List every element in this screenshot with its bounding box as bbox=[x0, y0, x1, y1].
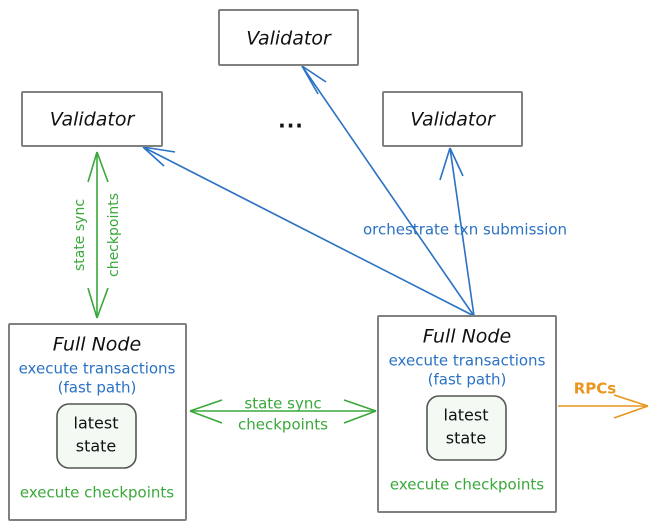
full-node-left-fast-path: (fast path) bbox=[58, 379, 137, 397]
full-node-left-state-state: state bbox=[76, 437, 117, 456]
node-full-node-right[interactable]: Full Node execute transactions (fast pat… bbox=[377, 315, 557, 513]
edge-rpcs bbox=[558, 394, 649, 419]
edge-label-state-sync-vertical-line2: checkpoints bbox=[106, 193, 122, 277]
full-node-right-execute-checkpoints: execute checkpoints bbox=[390, 476, 544, 494]
edge-label-state-sync-horizontal-line2: checkpoints bbox=[238, 416, 328, 434]
full-node-left-execute-checkpoints: execute checkpoints bbox=[20, 484, 174, 502]
full-node-left-title: Full Node bbox=[53, 334, 141, 356]
edge-label-rpcs: RPCs bbox=[574, 380, 617, 398]
full-node-right-state-latest: latest bbox=[444, 406, 489, 425]
validator-top-label: Validator bbox=[246, 28, 332, 50]
validator-left-label: Validator bbox=[50, 109, 136, 131]
validators-ellipsis: ... bbox=[278, 109, 304, 133]
edge-state-sync-vertical bbox=[87, 151, 109, 319]
full-node-right-state-state: state bbox=[446, 429, 487, 448]
full-node-left-execute-transactions: execute transactions bbox=[19, 360, 176, 378]
node-validator-left[interactable]: Validator bbox=[21, 91, 163, 147]
edge-label-orchestrate-txn-submission: orchestrate txn submission bbox=[363, 221, 567, 239]
edge-fullnode-to-validator-right bbox=[439, 147, 475, 317]
full-node-right-title: Full Node bbox=[423, 326, 511, 348]
edge-label-state-sync-horizontal-line1: state sync bbox=[244, 395, 321, 413]
edge-fullnode-to-validator-left bbox=[142, 146, 475, 317]
validator-right-label: Validator bbox=[410, 109, 496, 131]
edge-fullnode-to-validator-top bbox=[301, 65, 475, 317]
node-full-node-left[interactable]: Full Node execute transactions (fast pat… bbox=[8, 323, 187, 521]
edge-state-sync-horizontal bbox=[189, 399, 377, 424]
node-validator-top[interactable]: Validator bbox=[218, 9, 359, 66]
edge-label-state-sync-vertical-line1: state sync bbox=[72, 199, 88, 271]
full-node-left-state-latest: latest bbox=[74, 414, 119, 433]
full-node-right-execute-transactions: execute transactions bbox=[389, 352, 546, 370]
full-node-right-fast-path: (fast path) bbox=[428, 371, 507, 389]
node-validator-right[interactable]: Validator bbox=[382, 91, 523, 147]
